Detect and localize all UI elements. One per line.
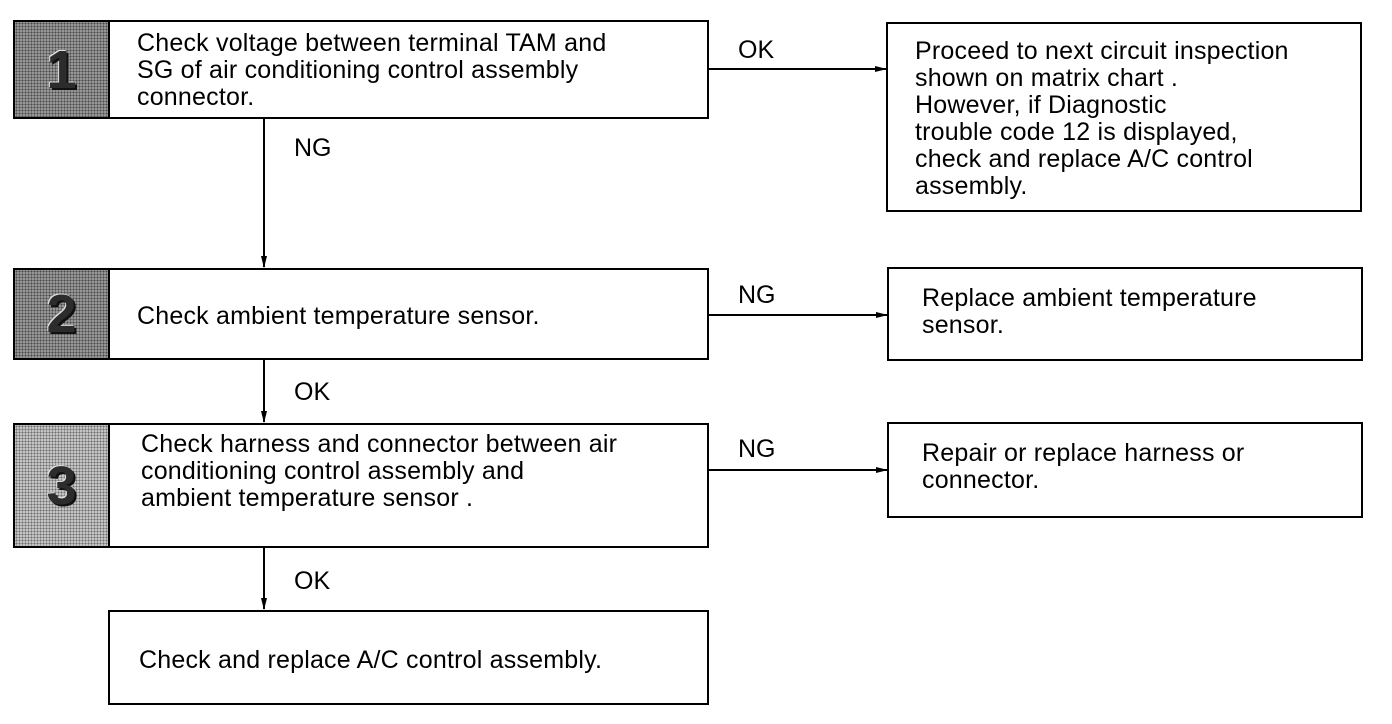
step-2-ng-label: NG <box>738 281 776 309</box>
step-2-number: 2 <box>46 284 77 344</box>
final-action-box: Check and replace A/C control assembly. <box>108 610 709 705</box>
step-2-box: 2 Check ambient temperature sensor. <box>13 268 709 360</box>
final-action-text: Check and replace A/C control assembly. <box>139 646 603 674</box>
step-1-ng-label: NG <box>294 134 332 162</box>
step-3-number: 3 <box>46 455 77 516</box>
step-3-box: 3 Check harness and connector between ai… <box>13 423 709 548</box>
step-3-number-cell: 3 <box>15 425 110 546</box>
step-1-ok-outcome-text: Proceed to next circuit inspection shown… <box>915 37 1289 200</box>
step-1-ok-outcome-box: Proceed to next circuit inspection shown… <box>886 22 1362 212</box>
step-3-ng-outcome-box: Repair or replace harness or connector. <box>887 422 1363 518</box>
step-2-number-cell: 2 <box>15 270 110 358</box>
step-3-ok-label: OK <box>294 567 331 595</box>
step-2-ng-outcome-text: Replace ambient temperature sensor. <box>922 284 1257 339</box>
step-1-ok-label: OK <box>738 36 775 64</box>
step-2-ng-outcome-box: Replace ambient temperature sensor. <box>887 267 1363 361</box>
step-3-text: Check harness and connector between air … <box>141 430 618 512</box>
step-1-number: 1 <box>46 39 77 100</box>
step-3-ng-label: NG <box>738 435 776 463</box>
step-2-ok-label: OK <box>294 378 331 406</box>
step-1-box: 1 Check voltage between terminal TAM and… <box>13 20 709 119</box>
step-2-text: Check ambient temperature sensor. <box>137 302 540 330</box>
step-1-number-cell: 1 <box>15 22 110 117</box>
step-1-text: Check voltage between terminal TAM and S… <box>137 29 607 111</box>
step-3-ng-outcome-text: Repair or replace harness or connector. <box>922 439 1245 494</box>
